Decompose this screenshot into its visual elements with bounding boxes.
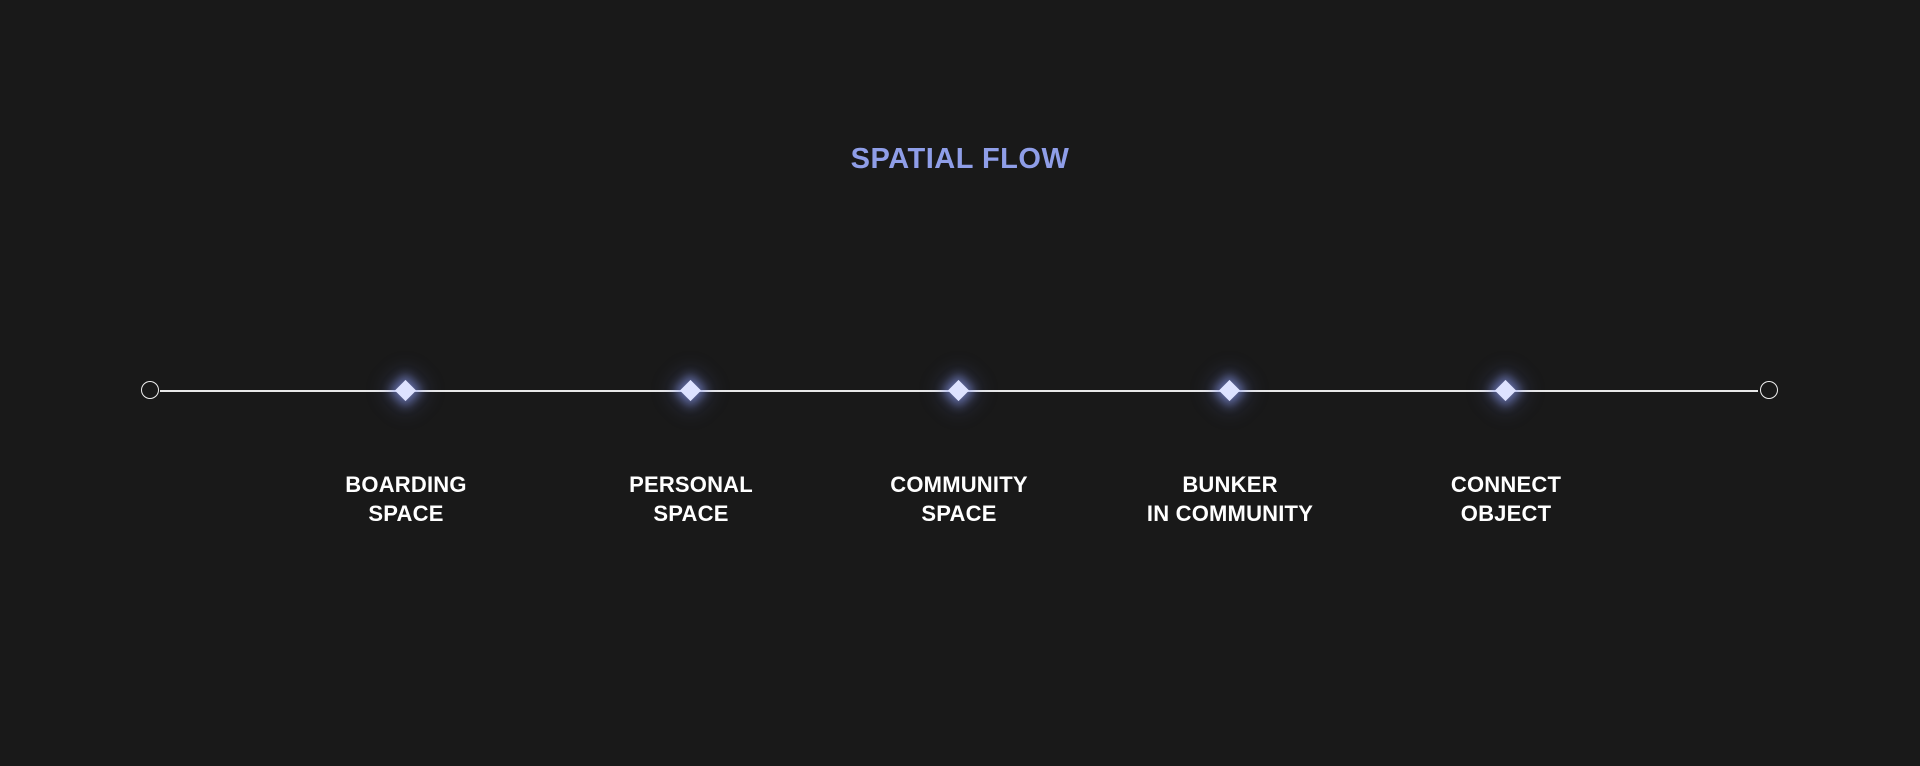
diamond-node-icon xyxy=(679,379,702,402)
diamond-node-icon xyxy=(1218,379,1241,402)
stop-label-line-1: CONNECT xyxy=(1450,472,1562,497)
stop-label-line-2: SPACE xyxy=(368,501,444,526)
stop-label-line-2: OBJECT xyxy=(1460,501,1552,526)
stop-label: CONNECT OBJECT xyxy=(1386,470,1626,528)
stop-label-line-1: BUNKER xyxy=(1182,472,1278,497)
stop-label-line-1: COMMUNITY xyxy=(890,472,1028,497)
stop-bunker-in-community: BUNKER IN COMMUNITY xyxy=(1110,0,1350,766)
stop-label-line-1: BOARDING xyxy=(345,472,467,497)
stop-boarding-space: BOARDING SPACE xyxy=(286,0,526,766)
stop-label-line-1: PERSONAL xyxy=(629,472,753,497)
stop-label-line-2: SPACE xyxy=(921,501,997,526)
start-circle-node xyxy=(141,381,159,399)
diagram-title: SPATIAL FLOW xyxy=(850,143,1070,175)
stop-connect-object: CONNECT OBJECT xyxy=(1386,0,1626,766)
stop-label-line-2: SPACE xyxy=(653,501,729,526)
stop-personal-space: PERSONAL SPACE xyxy=(571,0,811,766)
stop-label: PERSONAL SPACE xyxy=(571,470,811,528)
diamond-node-icon xyxy=(394,379,417,402)
diamond-node-icon xyxy=(1494,379,1517,402)
stop-label: COMMUNITY SPACE xyxy=(839,470,1079,528)
stop-community-space: COMMUNITY SPACE xyxy=(839,0,1079,766)
stop-label-line-2: IN COMMUNITY xyxy=(1146,501,1314,526)
stop-label: BUNKER IN COMMUNITY xyxy=(1110,470,1350,528)
end-circle-node xyxy=(1760,381,1778,399)
stop-label: BOARDING SPACE xyxy=(286,470,526,528)
diamond-node-icon xyxy=(947,379,970,402)
